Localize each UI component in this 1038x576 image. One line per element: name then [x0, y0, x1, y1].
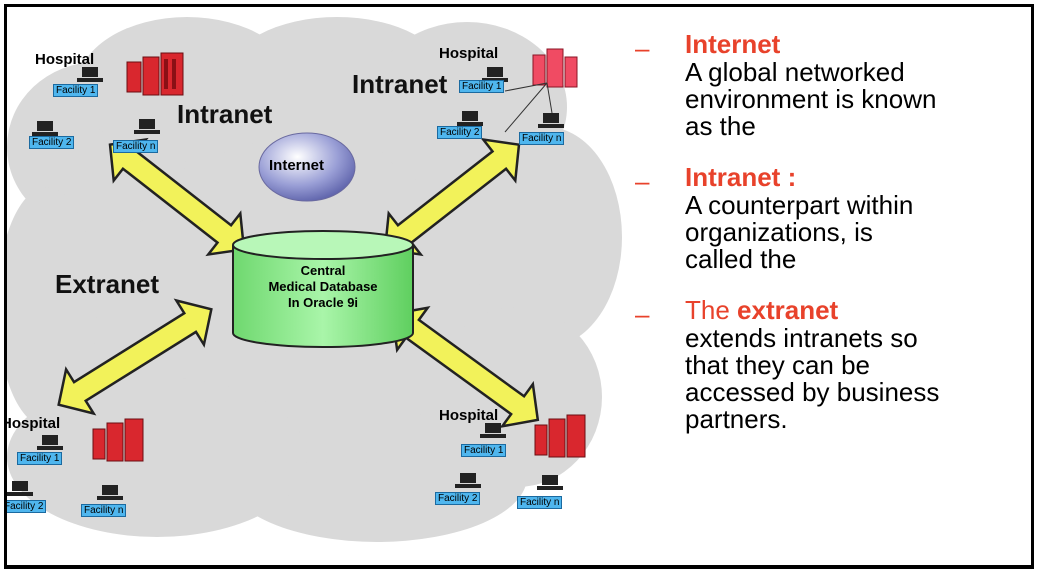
- note-extranet: – The extranet extends intranets so that…: [635, 295, 1031, 434]
- internet-globe: [258, 132, 356, 202]
- database-line-3: In Oracle 9i: [287, 295, 359, 310]
- hospital-building-bottom-right: [534, 414, 586, 458]
- internet-label: Internet: [269, 157, 325, 174]
- facility-1-bottom-right: Facility 1: [461, 444, 507, 457]
- intranet-label-right: Intranet: [352, 69, 448, 99]
- intranet-label-left: Intranet: [177, 99, 273, 129]
- note-internet-heading: Internet: [685, 29, 781, 59]
- note-internet-body: A global networked environment is known …: [685, 57, 937, 141]
- hospital-building-top-left: [126, 52, 184, 96]
- note-intranet: – Intranet : A counterpart within organi…: [635, 162, 1031, 274]
- note-internet: – Internet A global networked environmen…: [635, 29, 1031, 141]
- central-database: [232, 230, 414, 348]
- bullet-dash: –: [635, 33, 650, 63]
- facility-1-bottom-left: Facility 1: [17, 452, 63, 465]
- note-extranet-heading-term: extranet: [737, 295, 839, 325]
- facility-2-bottom-right: Facility 2: [435, 492, 481, 505]
- facility-1-top-right: Facility 1: [459, 80, 505, 93]
- network-diagram: [7, 17, 622, 542]
- facility-n-bottom-left: Facility n: [81, 504, 127, 517]
- network-links-top-right: [504, 82, 553, 133]
- facility-2-top-right: Facility 2: [437, 126, 483, 139]
- hospital-label-bottom-right: Hospital: [439, 407, 499, 424]
- arrow-bottom-left: [57, 298, 213, 416]
- facility-n-top-left: Facility n: [113, 140, 159, 153]
- hospital-label-top-right: Hospital: [439, 45, 499, 62]
- note-extranet-body: extends intranets so that they can be ac…: [685, 323, 940, 434]
- note-extranet-heading-prefix: The: [685, 295, 738, 325]
- computer-icons: [7, 67, 564, 500]
- arrow-top-right: [383, 137, 521, 257]
- arrow-bottom-right: [390, 305, 540, 429]
- definitions-list: – Internet A global networked environmen…: [635, 29, 1031, 455]
- slide-frame: Intranet Intranet Extranet Internet Cent…: [4, 4, 1034, 569]
- hospital-building-top-right: [532, 48, 578, 88]
- hospital-label-bottom-left: Hospital: [4, 415, 61, 432]
- facility-n-top-right: Facility n: [519, 132, 565, 145]
- bullet-dash: –: [635, 166, 650, 196]
- facility-2-bottom-left: Facility 2: [7, 500, 47, 513]
- database-line-2: Medical Database: [268, 279, 378, 294]
- note-intranet-heading: Intranet :: [685, 162, 797, 192]
- database-line-1: Central: [300, 263, 346, 278]
- extranet-label: Extranet: [55, 269, 160, 299]
- facility-n-bottom-right: Facility n: [517, 496, 563, 509]
- facility-2-top-left: Facility 2: [29, 136, 75, 149]
- hospital-label-top-left: Hospital: [35, 51, 95, 68]
- database-label: Central Medical Database In Oracle 9i: [228, 263, 418, 311]
- note-intranet-body: A counterpart within organizations, is c…: [685, 190, 914, 274]
- facility-1-top-left: Facility 1: [53, 84, 99, 97]
- bullet-dash: –: [635, 299, 650, 329]
- note-extranet-heading: The extranet: [685, 295, 1031, 325]
- hospital-building-bottom-left: [92, 418, 144, 462]
